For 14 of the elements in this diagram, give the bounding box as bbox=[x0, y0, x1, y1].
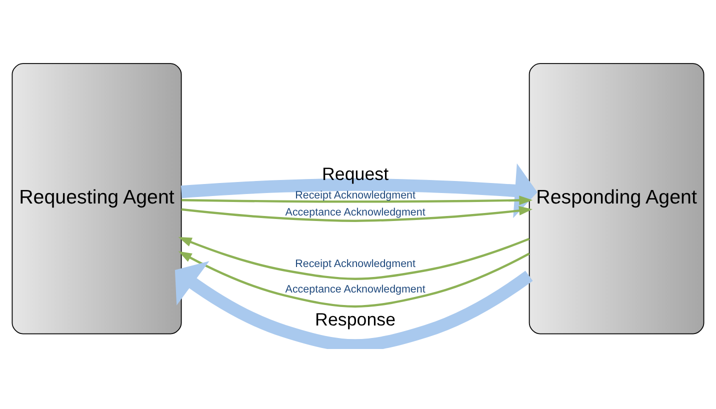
arrow bbox=[178, 251, 530, 308]
edge-label: Request bbox=[322, 164, 389, 184]
arrow bbox=[181, 206, 532, 222]
node-box: Responding Agent bbox=[528, 63, 704, 334]
edge-label: Receipt Acknowledgment bbox=[295, 258, 416, 270]
arrow bbox=[180, 163, 538, 218]
arrow bbox=[181, 196, 533, 206]
edge-label: Acceptance Acknowledgment bbox=[285, 206, 426, 218]
edge-label: Response bbox=[315, 310, 396, 330]
edge-label: Receipt Acknowledgment bbox=[295, 189, 416, 202]
arrow bbox=[178, 237, 530, 280]
node-box: Requesting Agent bbox=[12, 63, 182, 334]
edge-label: Acceptance Acknowledgment bbox=[285, 283, 426, 296]
arrow bbox=[174, 261, 533, 349]
